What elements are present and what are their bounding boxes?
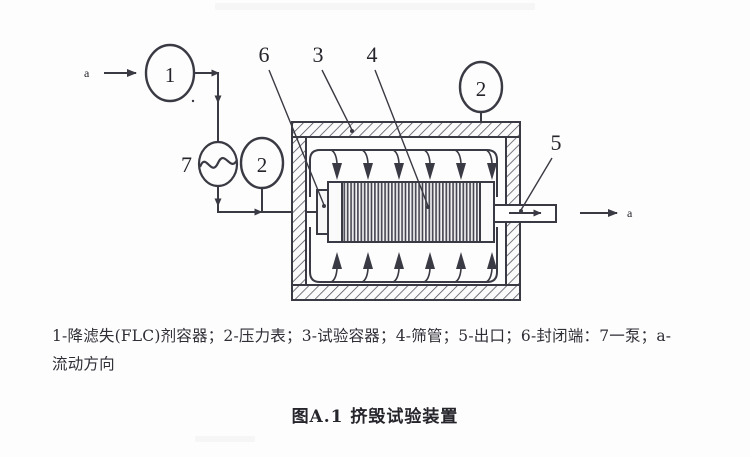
flow-arrow-bottom-4-stem [423,268,431,283]
callout-7-label: 7 [181,152,192,177]
flow-arrow-bottom-2-head [363,252,373,269]
flow-arrows-bottom [330,252,497,283]
flow-arrow-top-1-stem [330,149,338,164]
screen-tube-left-shoulder [327,181,343,243]
flow-arrow-top-6-stem [485,149,493,164]
flow-arrow-top-4-head [425,163,435,180]
legend-line-1: 1-降滤失(FLC)剂容器；2-压力表；3-试验容器；4-筛管；5-出口；6-封… [52,327,672,345]
vessel-wall-right-upper [505,136,521,206]
screen-tube-mesh-body [341,181,481,243]
pump-symbol: 7 [181,140,239,188]
vessel-wall-top [291,121,521,138]
annulus-flow-paths [309,149,498,283]
flow-arrow-top-4-stem [423,149,431,164]
figure-caption: 图A.1 挤毁试验装置 [291,407,459,427]
figure-legend: 1-降滤失(FLC)剂容器；2-压力表；3-试验容器；4-筛管；5-出口；6-封… [52,322,712,378]
callout-1-label: 1 [165,63,176,87]
callout-6-dot [322,204,326,208]
callout-3-label: 3 [313,42,324,67]
vessel-wall-right-lower [505,221,521,286]
speck-mark [191,99,195,103]
vessel-wall-left [291,136,307,286]
pipe-container-to-pump [194,69,222,141]
flow-arrow-bottom-6-head [487,252,497,269]
flow-manifold-top [309,149,498,197]
flow-arrow-top-5-head [456,163,466,180]
flow-arrow-bottom-1-stem [330,268,338,283]
legend-line-2: 流动方向 [52,355,115,373]
callout-2-top-label: 2 [476,77,487,101]
closed-end-cap [316,189,329,235]
outlet-pipe-assembly [493,204,557,223]
scan-artifact-top [215,3,535,10]
test-vessel-body [291,121,521,301]
callout-4-label: 4 [367,42,378,67]
flow-arrow-bottom-2-stem [361,268,369,283]
flow-arrow-top-2-head [363,163,373,180]
flow-arrow-bottom-3-head [394,252,404,269]
outlet-flow-label: a [627,206,633,220]
pump-scurve-glyph [198,156,238,169]
flow-arrow-bottom-3-stem [392,268,400,283]
callout-3-leader [321,69,353,131]
callout-leaders: 6 3 4 5 [259,42,562,213]
callout-5-leader [520,157,553,211]
flow-arrow-bottom-6-stem [485,268,493,283]
callout-5-dot [519,209,523,213]
inlet-flow-label: a [84,66,90,80]
callout-5-label: 5 [551,130,562,155]
callout-4-leader [374,69,429,207]
inlet-flow-group: a [84,66,137,80]
callout-6-label: 6 [259,42,270,67]
flow-arrow-top-3-stem [392,149,400,164]
flow-manifold-bottom [309,227,498,283]
flow-arrow-top-1-head [332,163,342,180]
flow-arrow-top-5-stem [454,149,462,164]
vessel-wall-bottom [291,284,521,301]
pressure-gauge-left: 2 [239,136,285,212]
callout-4-dot [426,205,430,209]
flc-container-symbol: 1 [144,43,196,103]
callout-2-left-label: 2 [257,153,268,177]
screen-tube-right-shoulder [479,181,495,243]
flow-arrow-bottom-4-head [425,252,435,269]
flow-arrow-top-6-head [487,163,497,180]
flow-arrow-bottom-1-head [332,252,342,269]
flow-arrow-top-3-head [394,163,404,180]
flow-arrows-top [330,149,497,180]
callout-3-dot [350,129,354,133]
flow-arrow-bottom-5-head [456,252,466,269]
outlet-flow-group: a [580,206,633,220]
flow-arrow-top-2-stem [361,149,369,164]
pressure-gauge-top: 2 [458,60,504,123]
callout-6-leader [268,69,325,206]
flow-arrow-bottom-5-stem [454,268,462,283]
scan-artifact-bottom [195,436,255,442]
screen-tube-assembly [316,181,495,243]
